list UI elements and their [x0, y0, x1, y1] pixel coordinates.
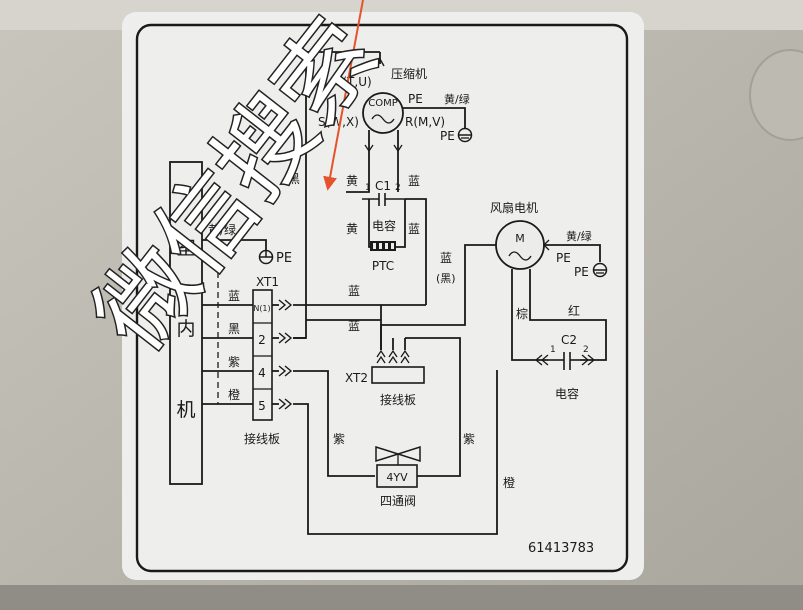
compressor-pe-symbol-label: PE	[440, 129, 455, 143]
orange-wire-label: 橙	[503, 475, 515, 490]
c1-capacitor-symbol	[362, 193, 405, 206]
xt1-terminal-n1: N(1)	[253, 304, 270, 313]
indoor-ground-wire	[202, 239, 267, 250]
indoor-pe-label: PE	[276, 251, 292, 266]
compressor-pin-c: C(T,U)	[334, 75, 372, 89]
fan-pe-symbol-label: PE	[574, 265, 589, 279]
indoor-unit-char-3: 机	[176, 399, 195, 421]
compressor-pin-s: S(W,X)	[318, 115, 359, 129]
fan-pe-ground-icon	[592, 262, 608, 278]
fan-pe-label: PE	[556, 251, 571, 265]
middle-wire-blue-2: 蓝	[348, 319, 360, 333]
c1-wire-yellow: 黄	[346, 174, 358, 188]
four-way-valve-box	[376, 464, 418, 488]
purple-wire-left-label: 紫	[333, 432, 345, 446]
label-sheet	[122, 12, 644, 580]
fan-wire-black-paren: (黑)	[436, 272, 456, 285]
ptc-name: PTC	[372, 259, 394, 273]
xt1-terminal-2: 2	[258, 333, 266, 347]
indoor-pe-ground-icon	[258, 249, 274, 265]
fan-wire-brown: 棕	[516, 306, 528, 321]
blue-wire-n-label: 蓝	[348, 284, 360, 298]
c1-pin-2: 2	[395, 183, 401, 193]
c1-caption: 电容	[372, 218, 396, 233]
part-number: 61413783	[528, 541, 594, 556]
xt2-caption: 接线板	[380, 392, 416, 407]
xt2-name: XT2	[345, 371, 368, 385]
four-way-valve-symbol	[375, 445, 421, 463]
label-border	[135, 23, 629, 573]
four-way-valve-name: 4YV	[386, 471, 408, 484]
fan-motor-name: 风扇电机	[490, 200, 538, 215]
indoor-unit-char-2: 内	[176, 318, 195, 340]
surface-hole	[749, 49, 803, 141]
indoor-unit-box	[169, 161, 203, 485]
c2-capacitor-symbol	[548, 352, 580, 370]
c1-wire-blue-2: 蓝	[408, 222, 420, 236]
indoor-wire-orange: 橙	[228, 387, 240, 402]
compressor-sine-icon	[371, 114, 395, 124]
c2-caption: 电容	[555, 386, 579, 401]
compressor-symbol	[362, 92, 404, 134]
compressor-pe-ground-icon	[457, 127, 473, 143]
orange-wire	[293, 370, 498, 535]
fan-motor-badge: M	[515, 232, 525, 245]
fan-motor-sine-icon	[508, 251, 532, 261]
compressor-ground-wire-label: 黄/绿	[444, 92, 470, 106]
black-wire-label: 黑	[288, 172, 300, 186]
purple-wire-left	[293, 370, 375, 477]
surface-bottom-band	[0, 585, 803, 610]
xt1-caption: 接线板	[244, 431, 280, 446]
xt1-terminal-5: 5	[258, 399, 266, 413]
compressor-pe: PE	[408, 92, 423, 106]
c2-pin-2: 2	[583, 345, 589, 355]
xt1-name: XT1	[256, 275, 279, 289]
indoor-ground-wire-label: 黄/绿	[208, 222, 236, 237]
indoor-wire-blue: 蓝	[228, 289, 240, 303]
xt1-block	[252, 289, 273, 421]
xt1-terminal-4: 4	[258, 366, 266, 380]
indoor-wire-purple: 紫	[228, 355, 240, 369]
xt2-connector-arrows	[376, 349, 410, 364]
purple-wire-right-label: 紫	[463, 432, 475, 446]
fan-wire-blue: 蓝	[440, 251, 452, 265]
red-annotation-arrow	[323, 0, 364, 191]
c1-name: C1	[375, 179, 391, 193]
compressor-badge: COMP	[368, 98, 398, 109]
c1-wire-yellow-2: 黄	[346, 222, 358, 236]
four-way-valve-caption: 四通阀	[380, 494, 416, 508]
c1-pin-1: 1	[365, 183, 371, 193]
compressor-name: 压缩机	[391, 66, 427, 81]
fan-ground-wire-label: 黄/绿	[566, 229, 592, 243]
fan-motor-symbol	[495, 220, 545, 270]
ptc-element	[370, 241, 396, 251]
indoor-unit-char-1: 室	[176, 237, 195, 259]
c2-pin-1: 1	[550, 345, 556, 355]
compressor-pin-r: R(M,V)	[405, 115, 445, 129]
xt2-block	[371, 366, 425, 384]
indoor-wire-black: 黑	[228, 322, 240, 336]
c2-name: C2	[561, 333, 577, 347]
fan-wire-red: 红	[568, 303, 580, 318]
xt1-connector-arrows	[278, 299, 293, 410]
c1-wire-blue: 蓝	[408, 174, 420, 188]
